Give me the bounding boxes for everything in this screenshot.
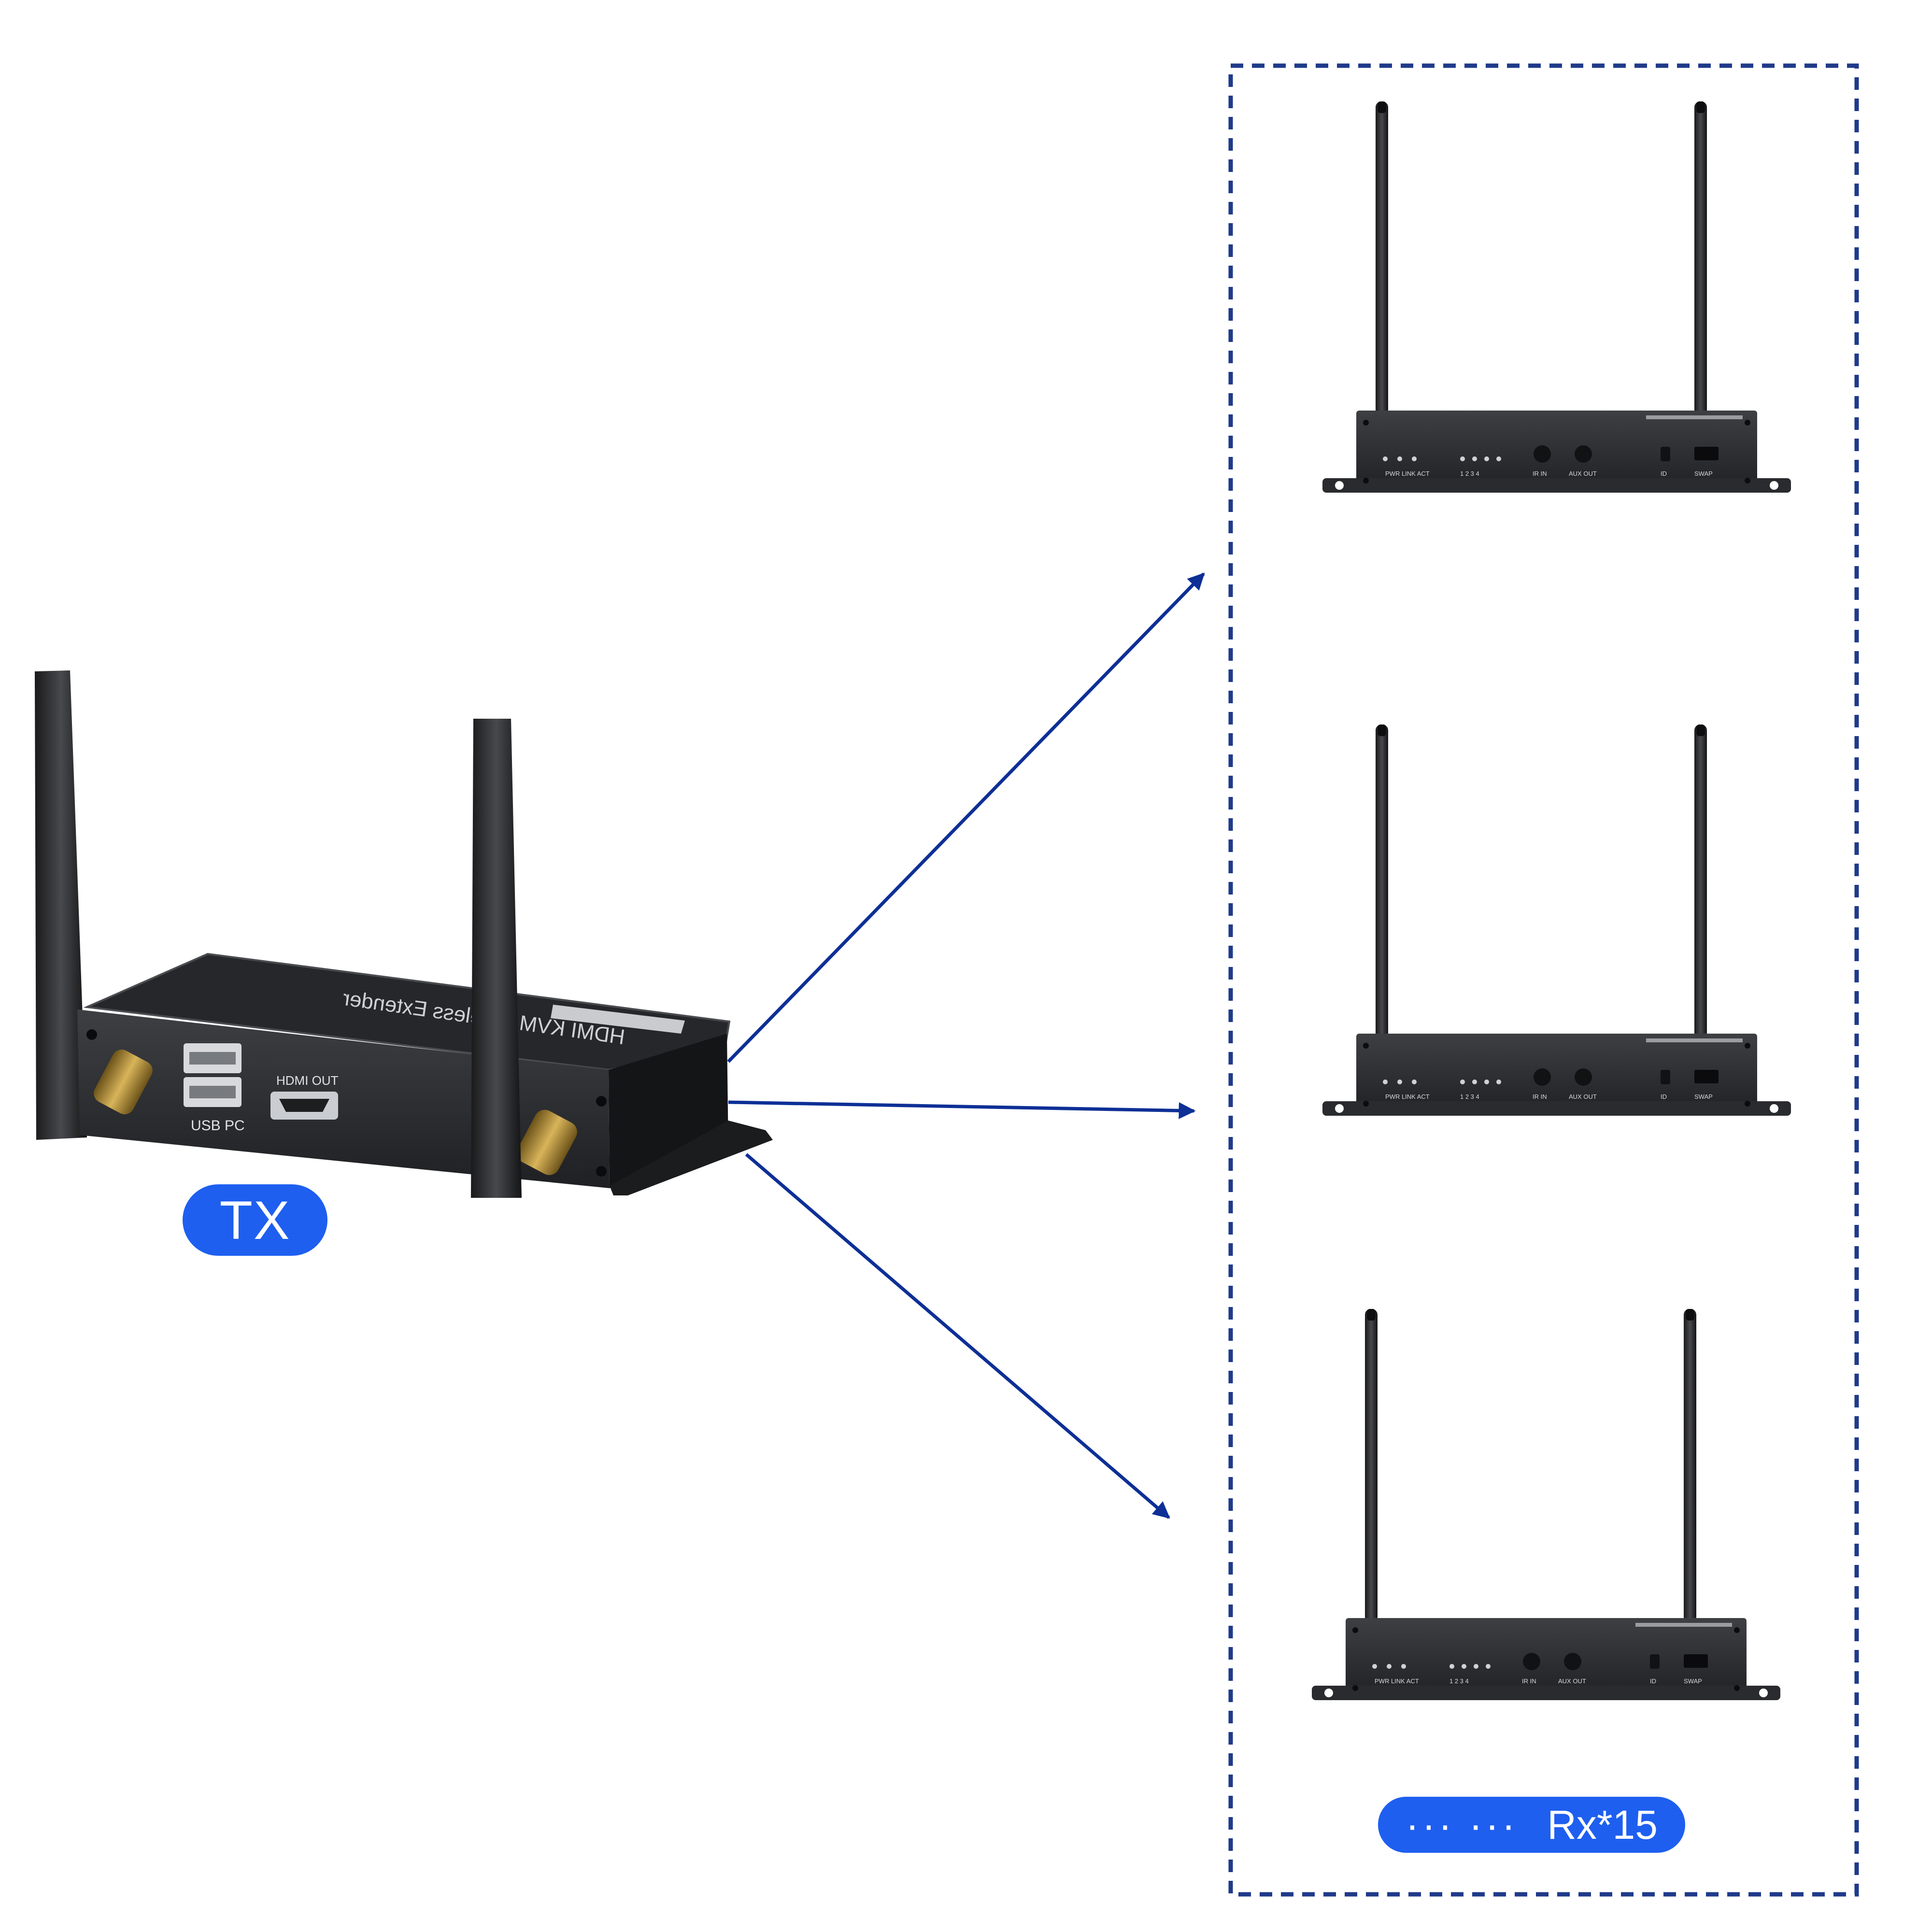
arrow-to-receiver-2 <box>728 1100 1196 1119</box>
tx-top-sticker <box>551 1005 685 1034</box>
transmitter-device: HDMI KVM Wireless Extender USB PC HDMI O… <box>35 670 773 1198</box>
rx-count-badge: ··· ··· Rx*15 <box>1378 1797 1685 1853</box>
tx-badge: TX <box>183 1184 327 1256</box>
tx-hdmi-label: HDMI OUT <box>276 1073 339 1088</box>
tx-mount-flange <box>610 1121 773 1195</box>
receiver-device-3 <box>1312 1309 1780 1700</box>
receiver-device-2 <box>1322 724 1791 1116</box>
tx-left-antenna <box>35 670 87 1140</box>
tx-left-connector <box>94 1049 153 1115</box>
tx-badge-label: TX <box>219 1190 291 1250</box>
tx-usb-label: USB PC <box>191 1118 245 1134</box>
arrow-to-receiver-3 <box>745 1153 1170 1519</box>
receiver-device-1 <box>1322 101 1791 493</box>
receivers-dashed-frame <box>1228 63 1859 1897</box>
arrow-to-receiver-1 <box>727 572 1205 1063</box>
rx-badge-ellipsis: ··· ··· <box>1406 1802 1519 1847</box>
tx-right-antenna <box>471 719 522 1198</box>
rx-badge-label: Rx*15 <box>1547 1802 1658 1847</box>
tx-right-connector <box>517 1109 577 1175</box>
